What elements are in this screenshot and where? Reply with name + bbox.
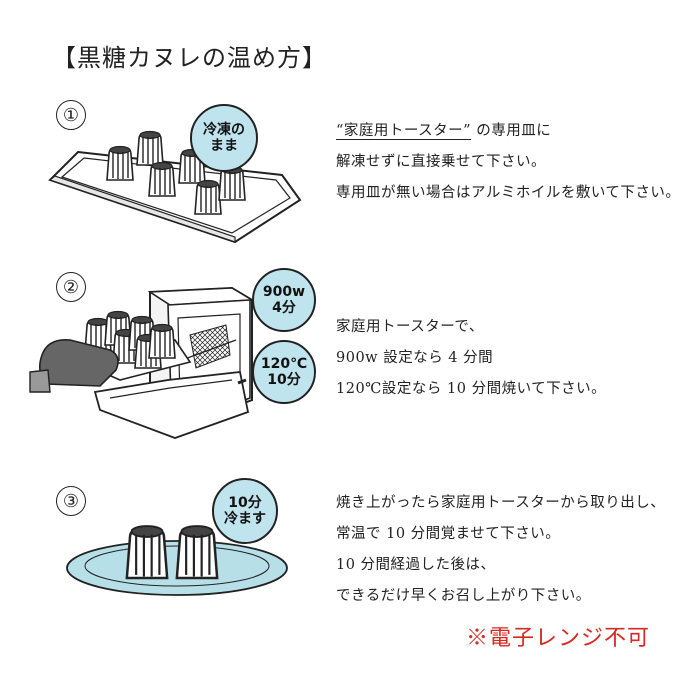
step-number-1: ① bbox=[56, 100, 86, 130]
badge-120c: 120℃ 10分 bbox=[252, 340, 316, 404]
badge-frozen: 冷凍の まま bbox=[190, 104, 258, 172]
step-2-instructions: 家庭用トースターで、 900w 設定なら 4 分間 120℃設定なら 10 分間… bbox=[336, 319, 607, 397]
step-number-3: ③ bbox=[56, 486, 86, 516]
step-3-instructions: 焼き上がったら家庭用トースターから取り出し、 常温で 10 分間覚ませて下さい。… bbox=[336, 495, 666, 604]
badge-cool: 10分 冷ます bbox=[212, 478, 278, 544]
toaster-quote: “家庭用トースター” bbox=[336, 123, 472, 139]
plate-illustration bbox=[66, 524, 288, 596]
tray-illustration bbox=[48, 130, 302, 244]
step-number-2: ② bbox=[56, 272, 86, 302]
step-1-instructions: “家庭用トースター” の専用皿に 解凍せずに直接乗せて下さい。 専用皿が無い場合… bbox=[336, 123, 681, 201]
microwave-warning: ※電子レンジ不可 bbox=[466, 626, 651, 651]
badge-900w: 900w 4分 bbox=[252, 268, 316, 332]
toaster-illustration bbox=[29, 286, 255, 439]
page-title: 【黒糖カヌレの温め方】 bbox=[52, 44, 327, 72]
